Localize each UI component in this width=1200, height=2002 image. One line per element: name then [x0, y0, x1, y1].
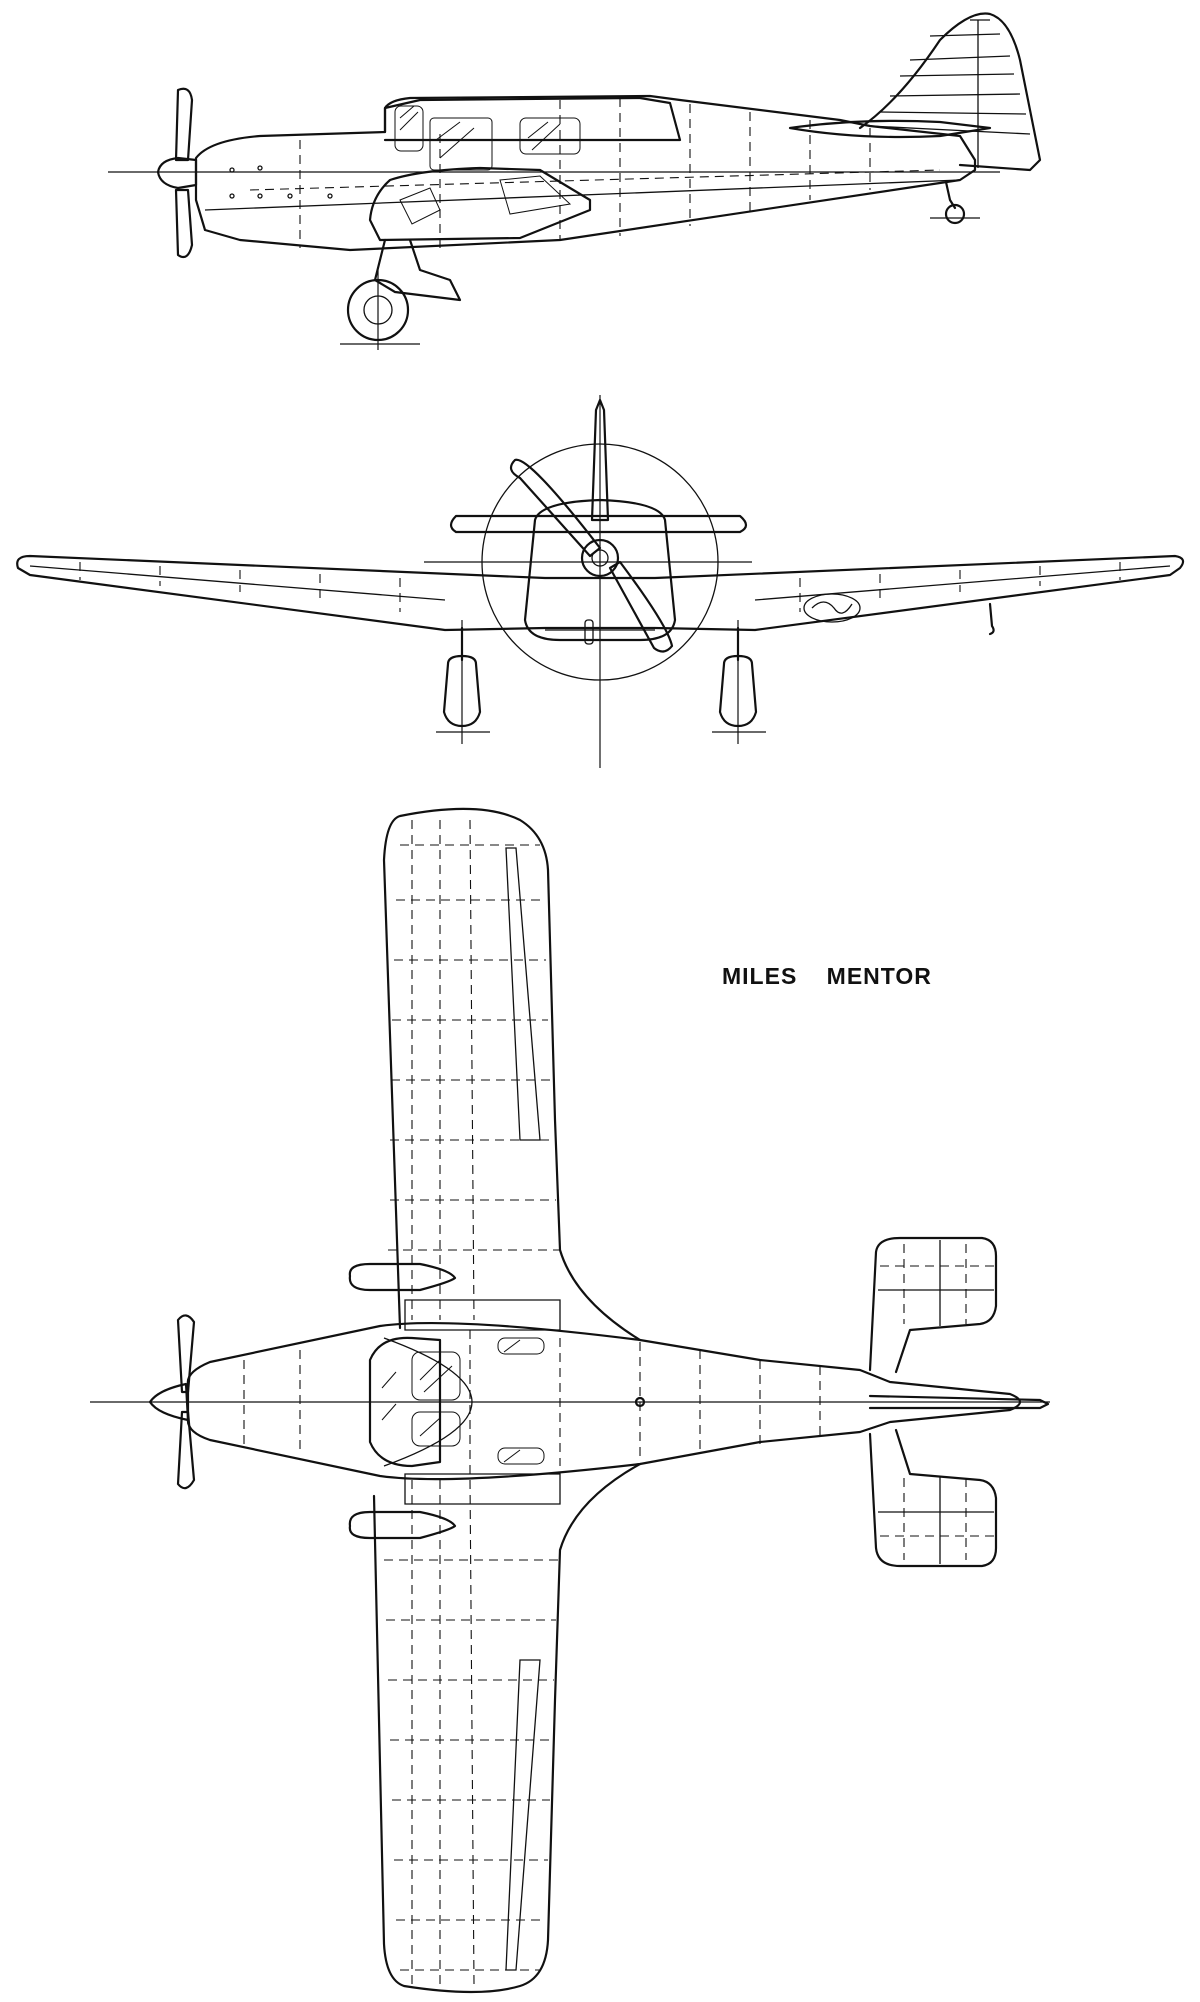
plan-view	[90, 807, 1050, 1994]
side-view	[108, 12, 1042, 350]
drawing-title: MILES MENTOR	[722, 963, 932, 989]
front-view	[16, 395, 1185, 768]
